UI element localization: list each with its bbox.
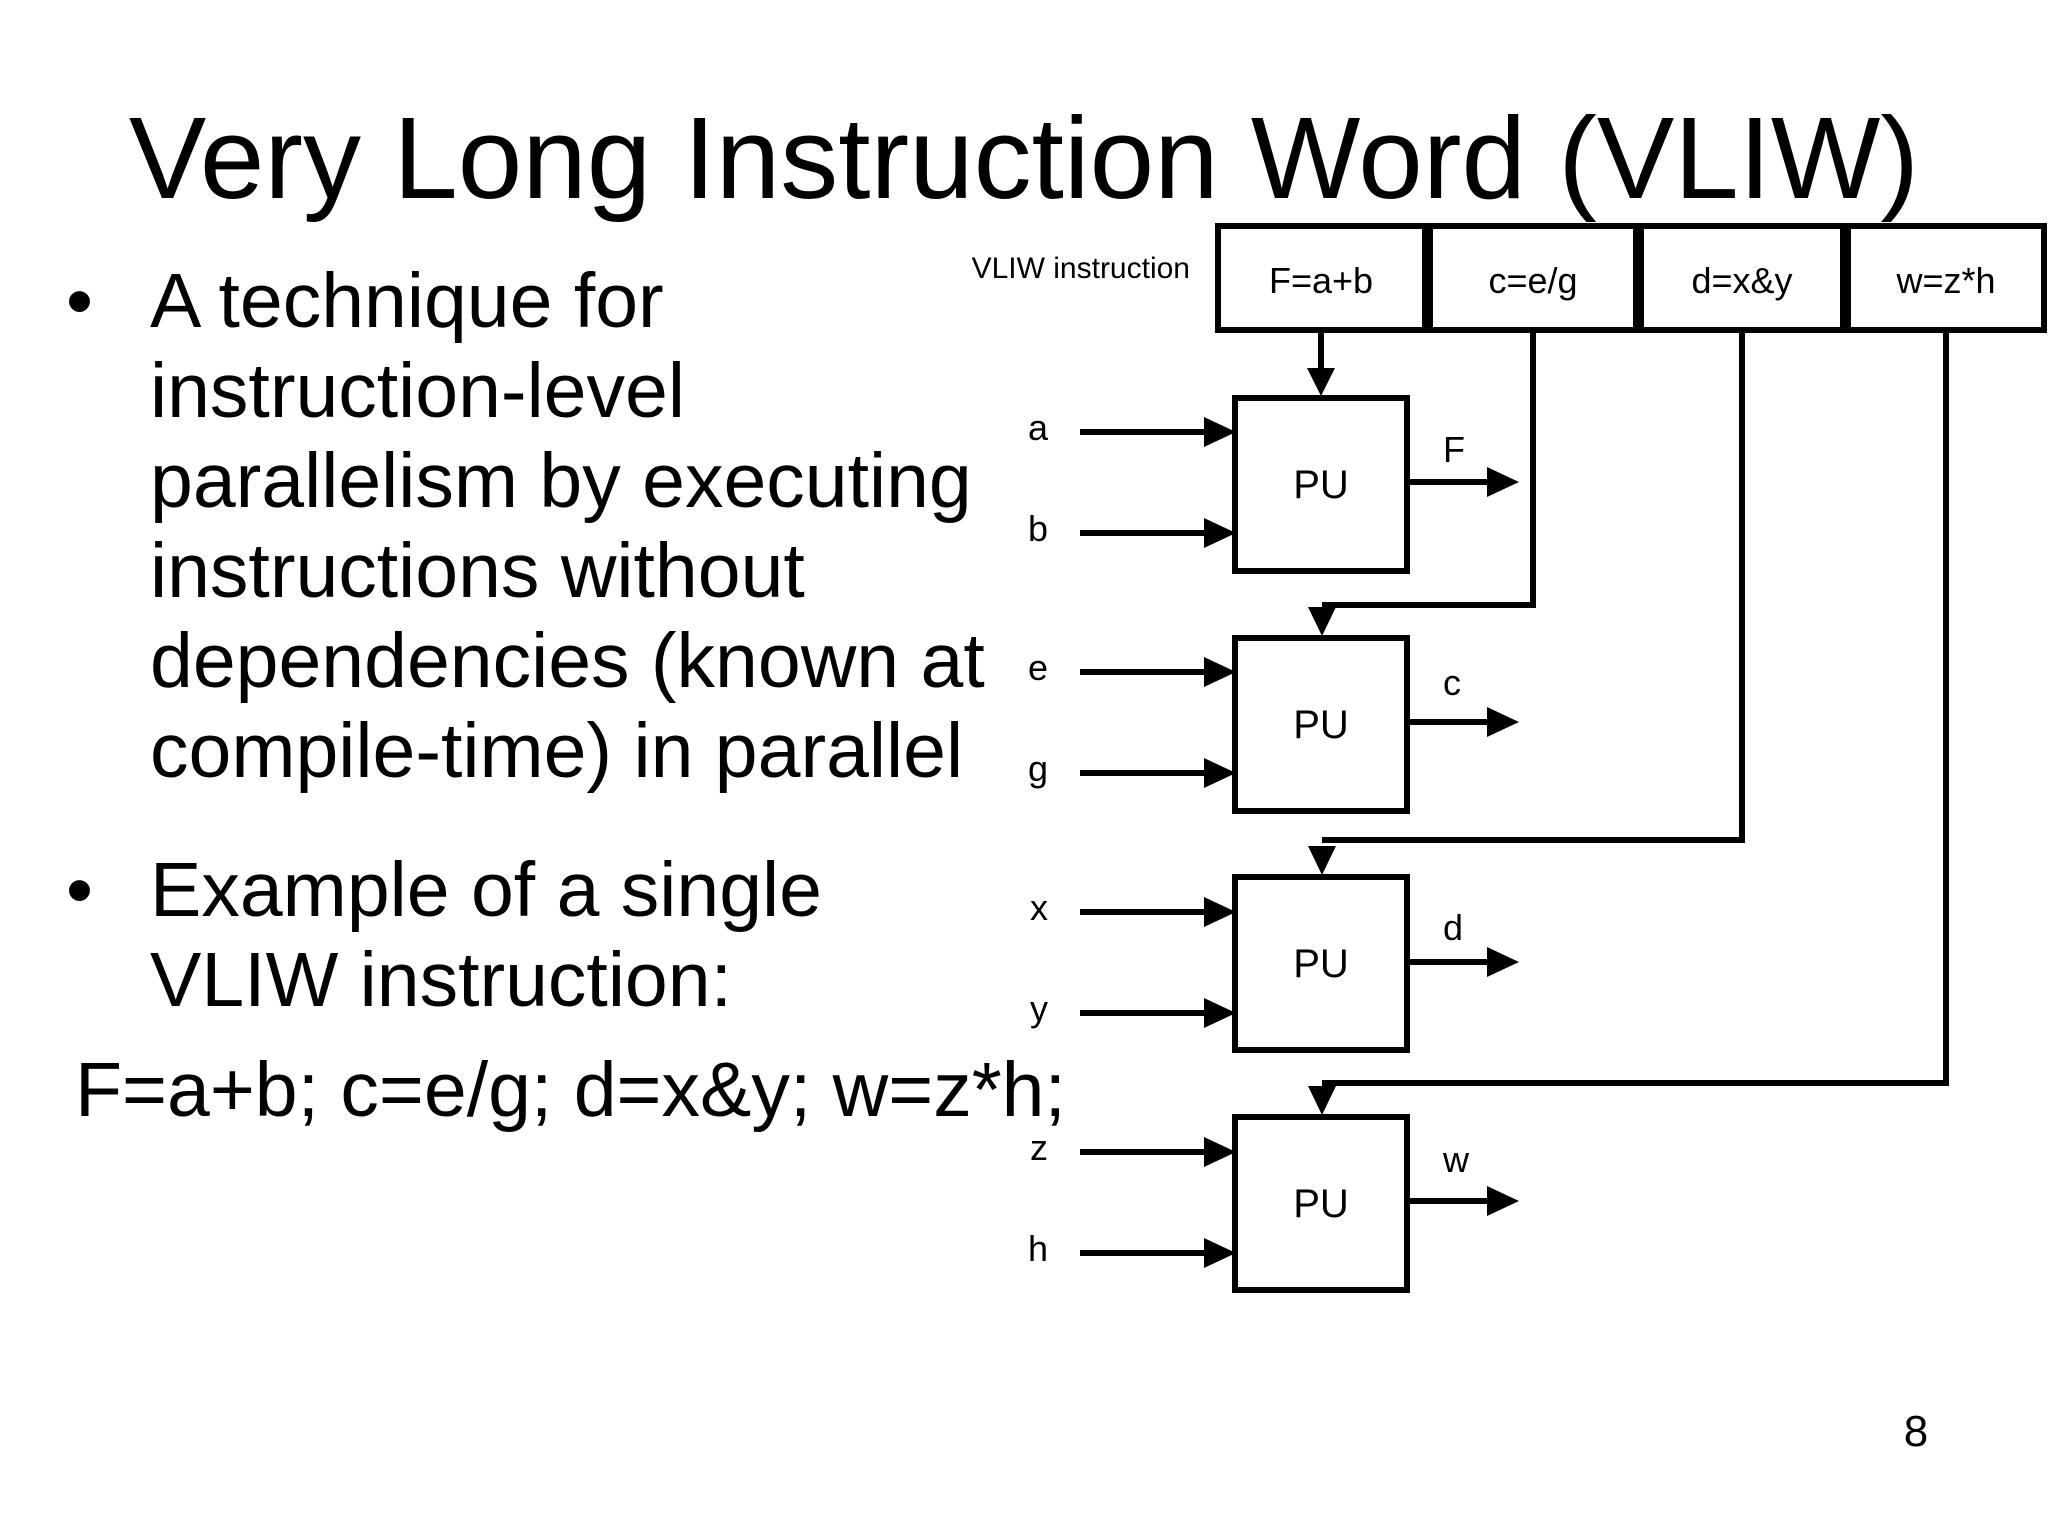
pu4-group: PU z h w [1028, 1114, 1519, 1293]
pu4-input-h-label: h [1028, 1228, 1048, 1269]
pu3-output-arrowhead [1487, 947, 1519, 977]
instruction-cell-4-label: w=z*h [1895, 260, 1995, 301]
pu3-input-y-label: y [1030, 988, 1048, 1029]
pu1-output-arrowhead [1487, 467, 1519, 497]
pu4-input-z-arrowhead [1204, 1137, 1236, 1167]
diagram-caption: VLIW instruction [972, 252, 1190, 285]
pu4-output-label: w [1442, 1139, 1470, 1180]
instruction-cell-3-label: d=x&y [1691, 260, 1792, 301]
arrowhead-down-pu4 [1308, 1086, 1336, 1115]
pu1-input-a-arrowhead [1204, 417, 1236, 447]
pu2-output-arrowhead [1487, 707, 1519, 737]
pu1-group: PU a b F [1028, 395, 1519, 574]
wire-cell4-to-pu4 [1322, 330, 1949, 1086]
bullet-2-marker: • [66, 847, 93, 933]
pu3-input-x-label: x [1030, 887, 1048, 928]
pu4-input-h-arrowhead [1204, 1238, 1236, 1268]
dispatch-wires [1307, 330, 1949, 1115]
pu3-output-label: d [1443, 907, 1463, 948]
pu2-input-e-label: e [1028, 647, 1048, 688]
instruction-cell-2-label: c=e/g [1488, 260, 1577, 301]
pu1-input-b-label: b [1028, 508, 1048, 549]
pu2-input-g-label: g [1028, 748, 1048, 789]
arrowhead-down-pu3 [1308, 846, 1336, 875]
page-number: 8 [1903, 1407, 1929, 1456]
pu4-input-z-label: z [1030, 1127, 1048, 1168]
bullet-1-text: A technique for instruction-level parall… [150, 258, 985, 794]
pu1-output-label: F [1443, 429, 1465, 470]
pu2-input-g-arrowhead [1204, 758, 1236, 788]
wire-cell2-to-pu2 [1322, 330, 1536, 608]
page-title: Very Long Instruction Word (VLIW) [128, 93, 1920, 223]
pu2-label: PU [1293, 703, 1349, 747]
pu2-input-e-arrowhead [1204, 657, 1236, 687]
pu4-output-arrowhead [1487, 1186, 1519, 1216]
arrowhead-down-pu1 [1307, 368, 1335, 396]
arrowhead-down-pu2 [1308, 607, 1336, 636]
instruction-word-row: F=a+b c=e/g d=x&y w=z*h [1215, 223, 2047, 333]
pu1-label: PU [1293, 463, 1349, 507]
pu2-group: PU e g c [1028, 635, 1519, 814]
bullet-1-marker: • [66, 258, 93, 344]
pu1-input-b-arrowhead [1204, 518, 1236, 548]
pu3-group: PU x y d [1030, 874, 1519, 1053]
pu4-label: PU [1293, 1182, 1349, 1226]
pu2-output-label: c [1443, 662, 1461, 703]
pu3-input-x-arrowhead [1204, 897, 1236, 927]
wire-cell3-to-pu3 [1322, 330, 1745, 843]
instruction-cell-1-label: F=a+b [1269, 260, 1373, 301]
pu3-label: PU [1293, 942, 1349, 986]
pu1-input-a-label: a [1028, 407, 1049, 448]
vliw-example-instruction: F=a+b; c=e/g; d=x&y; w=z*h; [75, 1047, 1066, 1133]
bullet-2-text: Example of a single VLIW instruction: [150, 847, 822, 1023]
pu3-input-y-arrowhead [1204, 998, 1236, 1028]
